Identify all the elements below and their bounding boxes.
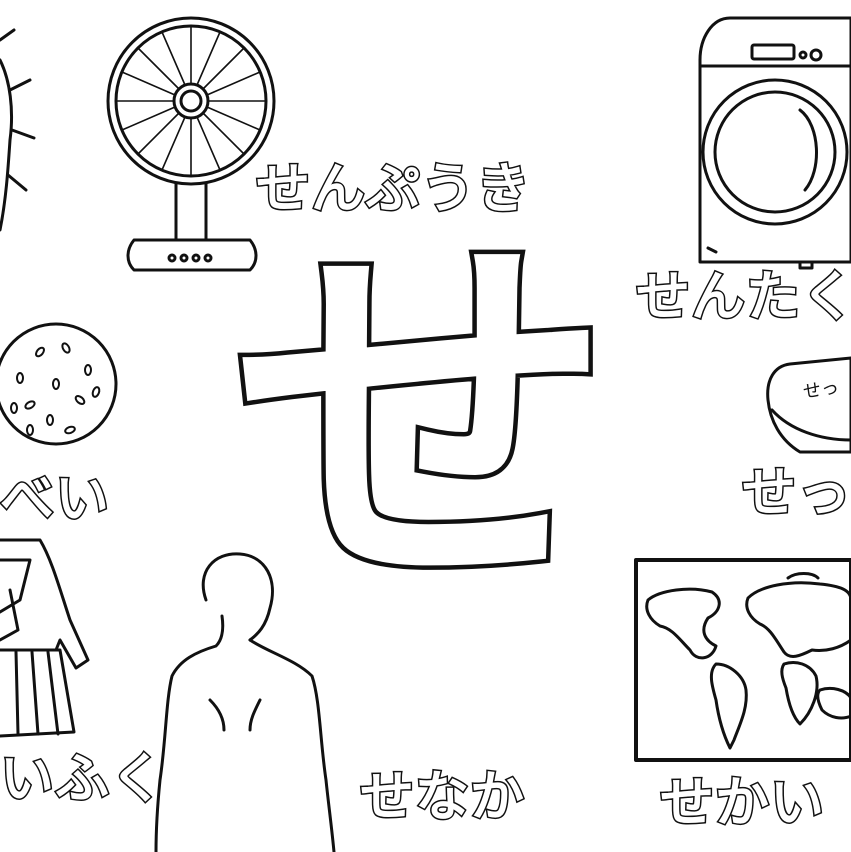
sailor-uniform-icon [0, 538, 90, 738]
label-world: せかい [659, 771, 826, 834]
electric-fan-icon [106, 16, 276, 272]
label-washer: せんたく [635, 265, 851, 328]
main-character: せ [228, 200, 617, 643]
label-soap: せっ [741, 461, 851, 524]
label-fan: せんぷうき [255, 157, 532, 220]
soap-icon [766, 356, 851, 454]
label-cracker: べい [0, 467, 111, 530]
label-uniform: いふく [0, 747, 166, 810]
label-back: せなか [359, 765, 526, 828]
human-back-icon [154, 552, 336, 852]
rice-cracker-icon [0, 322, 118, 446]
world-map-icon [634, 558, 851, 762]
branch-icon [0, 28, 36, 232]
soap-stamp-text: せっ [802, 377, 841, 403]
washing-machine-icon [698, 16, 851, 270]
